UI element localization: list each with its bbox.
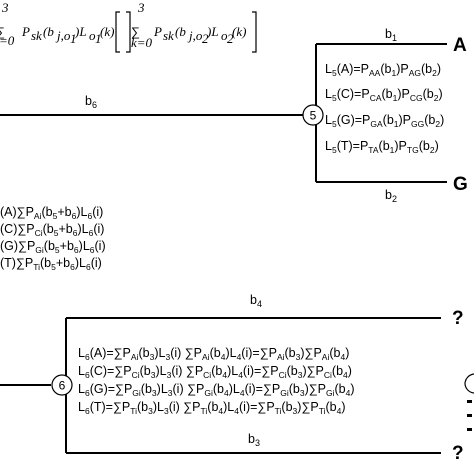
term1-P: P — [21, 24, 30, 39]
node-5 — [302, 104, 324, 126]
eq6-T: L6(T)=∑PTi(b3)L3(i) ∑PTi(b4)L4(i)=∑PTi(b… — [78, 400, 346, 416]
bracket-close-1 — [115, 11, 120, 53]
term1-L-subsub: 1 — [95, 31, 102, 46]
term2-L-subsub: 2 — [227, 31, 234, 46]
term1-P-sub: sk — [31, 28, 42, 43]
term2-P-sub: sk — [163, 28, 174, 43]
term2-close: )L — [206, 24, 219, 39]
eq5-A: L5(A)=PAA(b1)PAG(b2) — [325, 62, 441, 78]
eq5-T: L5(T)=PTA(b1)PTG(b2) — [325, 139, 439, 155]
leaf-q1: ? — [452, 308, 464, 329]
term1-arg: (b — [43, 24, 54, 39]
sum2-upper: 3 — [137, 0, 145, 15]
term2-arg: (b — [175, 24, 186, 39]
leaf-G: G — [453, 174, 468, 195]
eq6-C: L6(C)=∑PCi(b3)L3(i) ∑PCi(b4)L4(i)=∑PCi(b… — [78, 364, 352, 380]
sum1-lower: =0 — [0, 33, 15, 48]
node-6 — [51, 374, 73, 396]
node6-equations: L6(A)=∑PAi(b3)L3(i) ∑PAi(b4)L4(i)=∑PAi(b… — [78, 346, 355, 416]
sum1-sigma: ∑ — [0, 25, 5, 39]
label-b2: b2 — [385, 188, 397, 204]
eq6-G: L6(G)=∑PGi(b3)L3(i) ∑PGi(b4)L4(i)=∑PGi(b… — [78, 382, 355, 398]
node5-subtree: 5 b1 b2 b6 A G L5(A)=PAA(b1)PAG(b2) L5(C… — [0, 27, 468, 204]
bracket-open-2 — [126, 11, 131, 53]
eqL-G: (G)∑PGi(b5+b6)L6(i) — [0, 239, 106, 255]
label-b6: b6 — [85, 94, 97, 110]
eq6-A: L6(A)=∑PAi(b3)L3(i) ∑PAi(b4)L4(i)=∑PAi(b… — [78, 346, 349, 362]
term2-arg-sub: j,o — [187, 28, 203, 43]
eqL-C: (C)∑PCi(b5+b6)L6(i) — [0, 222, 104, 238]
top-formula: 3 ∑ =0 P sk (b j,o 1 )L o 1 (k) 3 ∑ k=0 … — [0, 0, 257, 53]
leaf-A: A — [453, 35, 467, 56]
term1-close: )L — [74, 24, 87, 39]
sum2-sigma: ∑ — [131, 25, 140, 39]
term2-arg-subsub: 2 — [202, 31, 209, 46]
leaf-q2: ? — [452, 443, 464, 464]
node-5-label: 5 — [310, 109, 317, 123]
eq5-G: L5(G)=PGA(b1)PGG(b2) — [325, 113, 444, 129]
label-b3: b3 — [248, 432, 260, 448]
term1-arg-sub: j,o — [55, 28, 71, 43]
term2-L-sub: o — [221, 28, 228, 43]
eq5-C: L5(C)=PCA(b1)PCG(b2) — [325, 87, 443, 103]
node6-subtree: 6 b4 b3 ? ? L6(A)=∑PAi(b3)L3(i) ∑PAi(b4)… — [0, 293, 474, 464]
eqL-A: (A)∑PAi(b5+b6)L6(i) — [0, 205, 103, 221]
label-b4: b4 — [250, 293, 262, 309]
term1-L-sub: o — [89, 28, 96, 43]
label-b1: b1 — [385, 27, 397, 43]
term1-arg-subsub: 1 — [70, 31, 77, 46]
term2-k: (k) — [232, 24, 246, 39]
sum1-upper: 3 — [1, 0, 9, 15]
node5-equations: L5(A)=PAA(b1)PAG(b2) L5(C)=PCA(b1)PCG(b2… — [325, 62, 444, 155]
sum2-lower: k=0 — [131, 35, 153, 50]
left-equations: (A)∑PAi(b5+b6)L6(i) (C)∑PCi(b5+b6)L6(i) … — [0, 205, 106, 272]
term1-k: (k) — [100, 24, 114, 39]
term2-P: P — [153, 24, 162, 39]
bracket-close-2 — [252, 11, 257, 53]
node-6-label: 6 — [59, 379, 66, 393]
eqL-T: (T)∑PTi(b5+b6)L6(i) — [0, 256, 102, 272]
partial-circle-edge — [464, 373, 474, 394]
